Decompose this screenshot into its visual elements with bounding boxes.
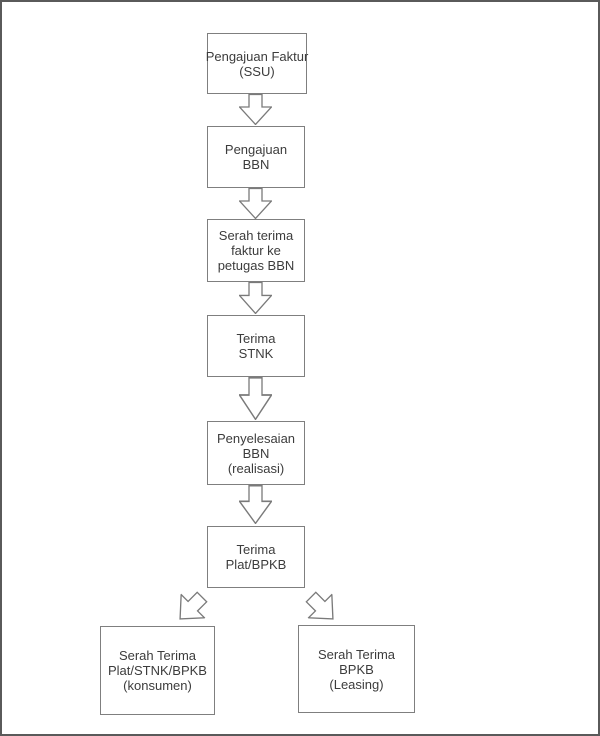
node-label: Serah terima faktur ke petugas BBN (217, 228, 295, 273)
node-serah-terima-konsumen: Serah Terima Plat/STNK/BPKB (konsumen) (100, 626, 215, 715)
arrow-down-left-icon (174, 591, 208, 625)
node-penyelesaian-bbn: Penyelesaian BBN (realisasi) (207, 421, 305, 485)
node-pengajuan-faktur-ssu: Pengajuan Faktur (SSU) (205, 33, 309, 94)
node-label: Penyelesaian BBN (realisasi) (216, 430, 296, 476)
node-serah-terima-leasing: Serah Terima BPKB (Leasing) (298, 625, 415, 713)
node-pengajuan-bbn: Pengajuan BBN (207, 126, 305, 188)
node-terima-stnk: Terima STNK (207, 315, 305, 377)
node-terima-plat-bpkb: Terima Plat/BPKB (207, 526, 305, 588)
arrow-down-icon (239, 94, 272, 125)
node-label: Serah Terima BPKB (Leasing) (317, 646, 396, 692)
node-label: Pengajuan Faktur (SSU) (205, 48, 309, 79)
arrow-down-right-icon (305, 591, 339, 625)
arrow-down-icon (239, 377, 272, 420)
arrow-down-icon (239, 485, 272, 524)
arrow-down-icon (239, 188, 272, 219)
node-label: Serah Terima Plat/STNK/BPKB (konsumen) (108, 648, 207, 693)
node-serah-terima-faktur: Serah terima faktur ke petugas BBN (207, 219, 305, 282)
node-label: Pengajuan BBN (224, 142, 288, 172)
node-label: Terima Plat/BPKB (225, 542, 287, 572)
node-label: Terima STNK (236, 331, 276, 361)
arrow-down-icon (239, 282, 272, 314)
